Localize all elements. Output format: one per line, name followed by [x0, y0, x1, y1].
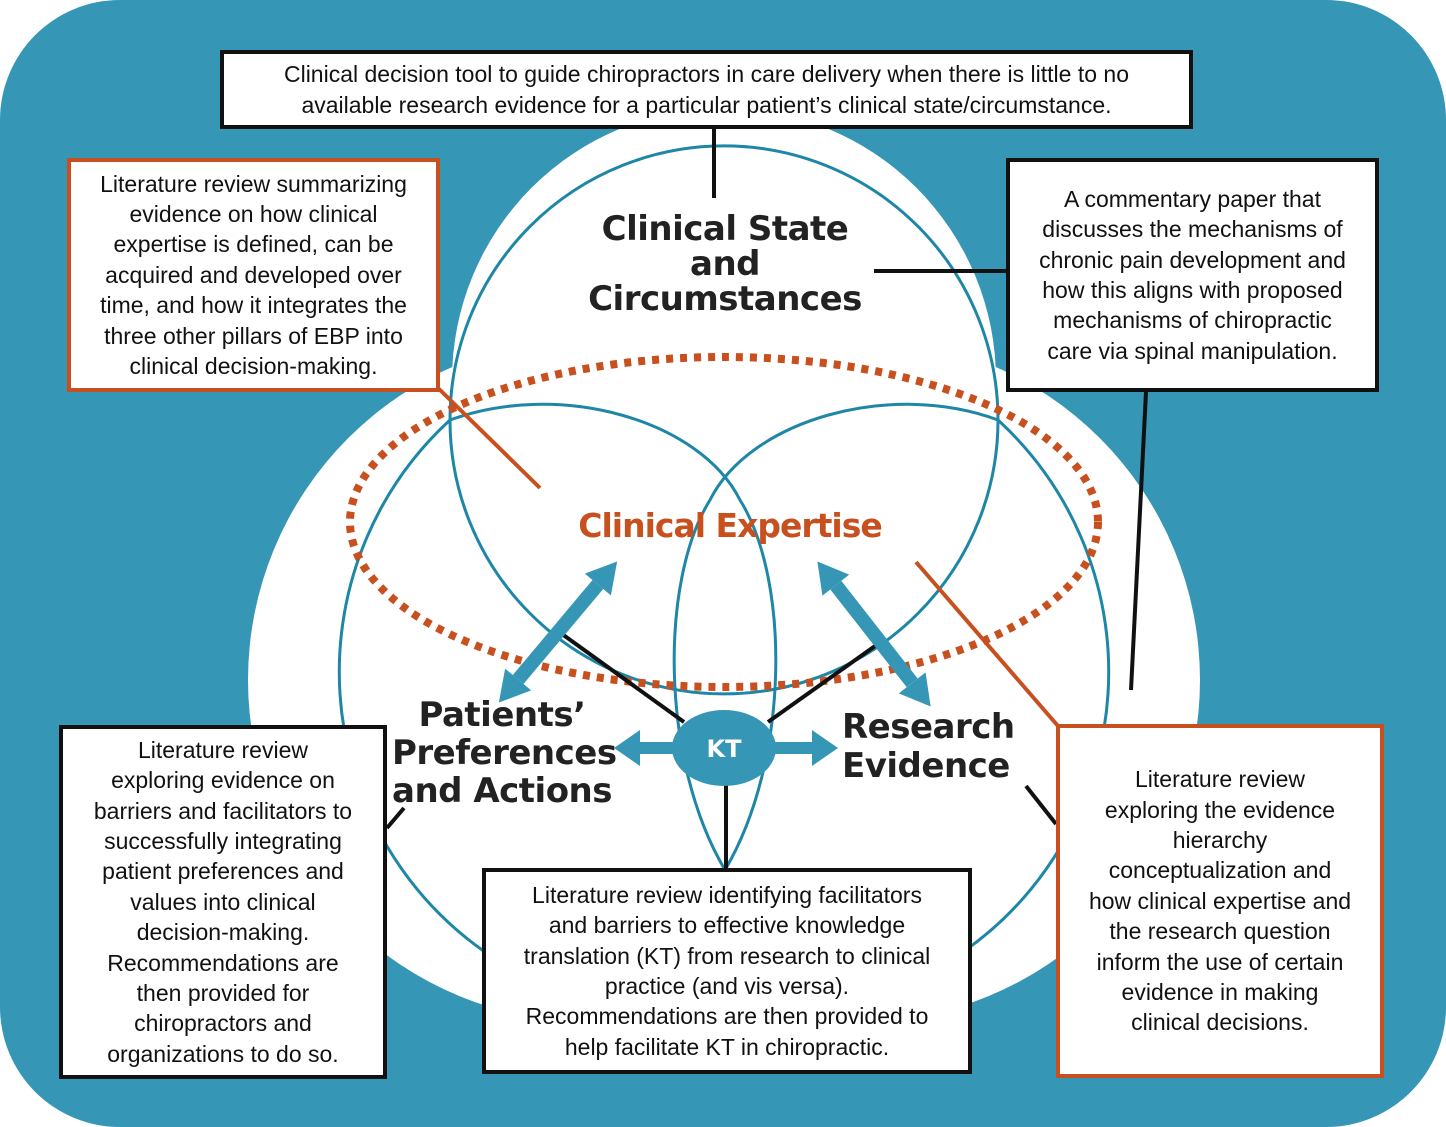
box-text-line: three other pillars of EBP into: [104, 322, 403, 349]
box-text-line: conceptualization and: [1108, 857, 1332, 884]
connector-expertise-right: [914, 560, 1060, 728]
clinical-state-line: and: [690, 244, 761, 284]
box-text-line: evidence on how clinical: [129, 200, 378, 227]
kt-ellipse: [672, 710, 776, 786]
box-text-line: Recommendations are: [107, 949, 339, 976]
box-text-line: then provided for: [136, 980, 310, 1007]
box-text-line: organizations to do so.: [107, 1040, 339, 1067]
box-text-line: A commentary paper that: [1064, 185, 1321, 212]
kt-label: KT: [707, 735, 743, 763]
box-patient-preferences-review: Literature review exploring evidence on …: [59, 725, 387, 1079]
box-text-line: Literature review: [1134, 766, 1306, 793]
arrow-patients-expertise: [498, 561, 618, 703]
box-text-line: decision-making.: [136, 919, 310, 946]
box-text-line: how this aligns with proposed: [1042, 277, 1343, 303]
connector-research: [1024, 784, 1058, 826]
box-text-line: exploring evidence on: [111, 767, 335, 794]
box-text-line: practice (and vis versa).: [604, 973, 850, 999]
box-text-line: available research evidence for a partic…: [301, 91, 1112, 118]
box-commentary-paper: A commentary paper that discusses the me…: [1006, 158, 1379, 392]
patients-line: and Actions: [392, 771, 613, 811]
box-clinical-expertise-review: Literature review summarizing evidence o…: [67, 158, 440, 392]
circle-left-outline: [337, 418, 486, 954]
box-text-line: successfully integrating: [104, 827, 342, 854]
box-text-line: Literature review identifying facilitato…: [532, 881, 922, 908]
box-text-line: the research question: [1109, 918, 1331, 945]
circle-right-outline: [962, 418, 1111, 954]
box-text-line: Recommendations are then provided to: [525, 1003, 929, 1030]
kt-connector-right: [766, 644, 877, 724]
circle-right-fill: [516, 338, 1200, 1022]
box-text-line: exploring the evidence: [1104, 796, 1336, 823]
research-evidence-label: Research Evidence: [842, 707, 1015, 786]
box-text-line: Clinical decision tool to guide chiropra…: [283, 61, 1130, 88]
box-clinical-decision-tool: Clinical decision tool to guide chiropra…: [220, 50, 1193, 129]
patients-line: Patients’: [418, 695, 586, 735]
connector-right-mid: [1129, 391, 1148, 691]
box-text-line: Literature review: [137, 736, 308, 763]
patients-line: Preferences: [392, 733, 617, 773]
circle-top-inner-arc: [448, 419, 1000, 696]
box-text-line: and barriers to effective knowledge: [548, 912, 906, 939]
box-text-line: acquired and developed over: [105, 261, 402, 288]
box-text-line: barriers and facilitators to: [93, 797, 353, 824]
box-text-line: inform the use of certain: [1096, 948, 1344, 975]
clinical-state-line: Circumstances: [588, 279, 862, 319]
box-text-line: chiropractors and: [134, 1010, 312, 1037]
box-text-line: time, and how it integrates the: [100, 292, 407, 319]
box-knowledge-translation-review: Literature review identifying facilitato…: [482, 868, 972, 1074]
box-text-line: discusses the mechanisms of: [1042, 216, 1343, 243]
box-text-line: clinical decisions.: [1131, 1009, 1309, 1036]
box-evidence-hierarchy-review: Literature review exploring the evidence…: [1056, 724, 1384, 1078]
clinical-expertise-ellipse: [346, 353, 1102, 691]
connector-bottom-left: [385, 806, 406, 830]
patients-preferences-label: Patients’ Preferences and Actions: [392, 695, 617, 811]
box-text-line: care via spinal manipulation.: [1047, 337, 1338, 364]
box-text-line: translation (KT) from research to clinic…: [523, 942, 931, 969]
connector-expertise-left: [436, 386, 542, 490]
research-line: Evidence: [842, 746, 1010, 786]
clinical-expertise-label: Clinical Expertise: [578, 506, 882, 545]
circle-fills: [248, 108, 1200, 1022]
box-text-line: Literature review summarizing: [100, 170, 407, 197]
kt-connector-left: [560, 632, 686, 724]
box-text-line: help facilitate KT in chiropractic.: [564, 1033, 890, 1060]
clinical-state-label: Clinical State and Circumstances: [570, 212, 880, 317]
box-text-line: evidence in making: [1121, 979, 1319, 1006]
circle-top-outline: [448, 144, 1000, 421]
box-text-line: chronic pain development and: [1039, 246, 1346, 273]
box-text-line: how clinical expertise and: [1088, 887, 1352, 914]
box-text-line: mechanisms of chiropractic: [1053, 307, 1332, 334]
box-text-line: clinical decision-making.: [129, 353, 378, 380]
teal-arrows: [498, 561, 931, 786]
arrow-research-expertise: [817, 561, 931, 707]
research-line: Research: [842, 707, 1015, 747]
box-text-line: patient preferences and: [102, 858, 344, 885]
box-text-line: values into clinical: [130, 888, 316, 915]
box-text-line: hierarchy: [1172, 826, 1268, 853]
clinical-state-line: Clinical State: [601, 209, 849, 249]
box-text-line: expertise is defined, can be: [113, 231, 394, 258]
